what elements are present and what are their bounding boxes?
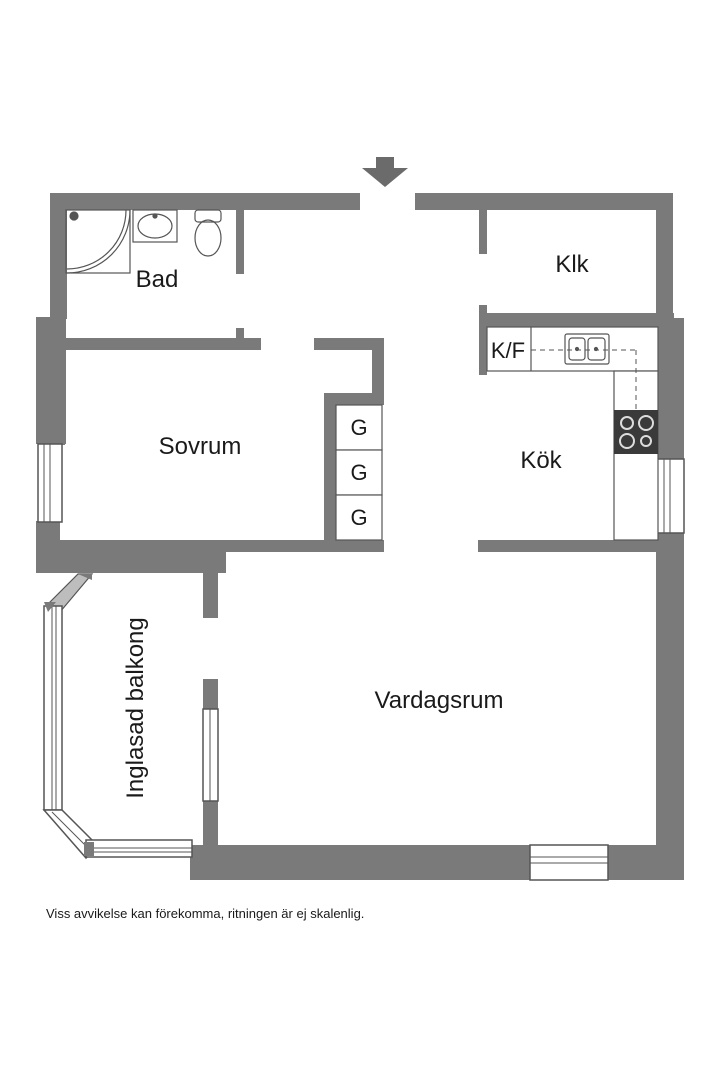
window-balkong-door xyxy=(202,708,219,802)
shower-icon xyxy=(65,209,131,274)
disclaimer-text: Viss avvikelse kan förekomma, ritningen … xyxy=(46,906,365,921)
room-label-balkong: Inglasad balkong xyxy=(122,617,149,798)
kitchen-dashed-line xyxy=(531,349,637,410)
room-label-kok: Kök xyxy=(520,447,562,474)
stove-icon xyxy=(614,410,658,454)
closets xyxy=(335,404,383,541)
glazed-balcony xyxy=(42,573,193,860)
room-label-klk: Klk xyxy=(555,251,589,278)
room-label-bad: Bad xyxy=(136,266,179,293)
walls xyxy=(36,193,684,880)
room-label-kf: K/F xyxy=(491,338,525,363)
room-label-sovrum: Sovrum xyxy=(159,433,242,460)
closet-label: G xyxy=(350,415,367,440)
entrance-arrow-icon xyxy=(362,157,408,187)
room-label-vardagsrum: Vardagsrum xyxy=(375,687,504,714)
closet-label: G xyxy=(350,505,367,530)
toilet-icon xyxy=(194,209,222,257)
sink-icon xyxy=(132,209,178,243)
window-sovrum xyxy=(37,443,63,523)
window-vardagsrum xyxy=(529,844,609,881)
window-kok xyxy=(655,458,685,534)
closet-label: G xyxy=(350,460,367,485)
